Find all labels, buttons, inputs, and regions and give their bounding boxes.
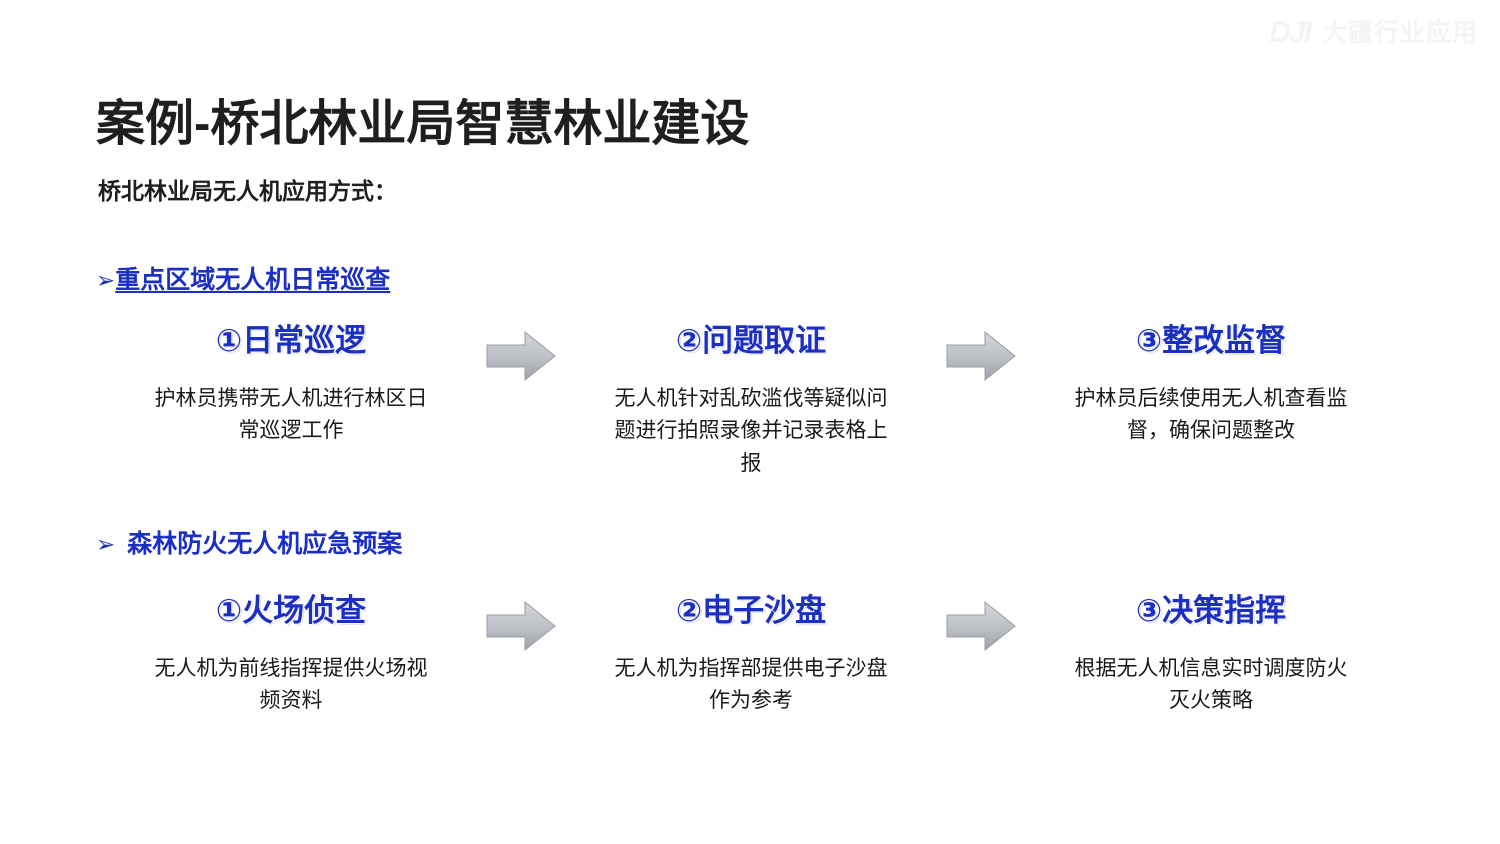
section-header-daily-patrol: ➢重点区域无人机日常巡查 [96, 265, 390, 295]
step-card-1-3: ③整改监督 护林员后续使用无人机查看监督，确保问题整改 [1026, 322, 1396, 448]
steps-row-daily-patrol: ①日常巡逻 护林员携带无人机进行林区日常巡逻工作 ②问题取证 无人机针对乱砍滥伐… [96, 322, 1406, 480]
step-description: 护林员携带无人机进行林区日常巡逻工作 [154, 386, 428, 443]
flow-arrow-icon [476, 592, 566, 652]
flow-arrow-icon [936, 592, 1026, 652]
step-card-1-2: ②问题取证 无人机针对乱砍滥伐等疑似问题进行拍照录像并记录表格上报 [566, 322, 936, 480]
section-1-label: 重点区域无人机日常巡查 [115, 266, 391, 294]
step-heading: ③决策指挥 [1135, 593, 1287, 628]
step-description: 无人机为指挥部提供电子沙盘作为参考 [614, 656, 888, 713]
step-description: 根据无人机信息实时调度防火灭火策略 [1074, 656, 1348, 713]
step-description: 无人机为前线指挥提供火场视频资料 [154, 656, 428, 713]
steps-row-fire-emergency: ①火场侦查 无人机为前线指挥提供火场视频资料 ②电子沙盘 无人机为指挥部提供电子… [96, 592, 1406, 718]
step-card-1-1: ①日常巡逻 护林员携带无人机进行林区日常巡逻工作 [106, 322, 476, 448]
watermark-text: 大疆行业应用 [1321, 18, 1478, 47]
arrow-bullet-icon: ➢ [96, 267, 116, 293]
step-description: 无人机针对乱砍滥伐等疑似问题进行拍照录像并记录表格上报 [614, 386, 888, 475]
section-header-fire-emergency: ➢ 森林防火无人机应急预案 [96, 529, 402, 559]
step-heading: ①日常巡逻 [215, 323, 367, 358]
page-title: 案例-桥北林业局智慧林业建设 [96, 97, 750, 151]
step-heading: ②电子沙盘 [675, 593, 827, 628]
dji-logo-icon: DJI [1269, 16, 1312, 49]
flow-arrow-icon [936, 322, 1026, 382]
page-subtitle: 桥北林业局无人机应用方式： [98, 178, 397, 204]
arrow-bullet-icon: ➢ [96, 531, 116, 557]
step-description: 护林员后续使用无人机查看监督，确保问题整改 [1074, 386, 1348, 443]
flow-arrow-icon [476, 322, 566, 382]
step-heading: ①火场侦查 [215, 593, 367, 628]
section-2-label: 森林防火无人机应急预案 [127, 530, 403, 558]
dji-watermark: DJI 大疆行业应用 [1269, 18, 1478, 48]
step-heading: ②问题取证 [675, 323, 827, 358]
step-card-2-3: ③决策指挥 根据无人机信息实时调度防火灭火策略 [1026, 592, 1396, 718]
step-card-2-1: ①火场侦查 无人机为前线指挥提供火场视频资料 [106, 592, 476, 718]
step-heading: ③整改监督 [1135, 323, 1287, 358]
step-card-2-2: ②电子沙盘 无人机为指挥部提供电子沙盘作为参考 [566, 592, 936, 718]
